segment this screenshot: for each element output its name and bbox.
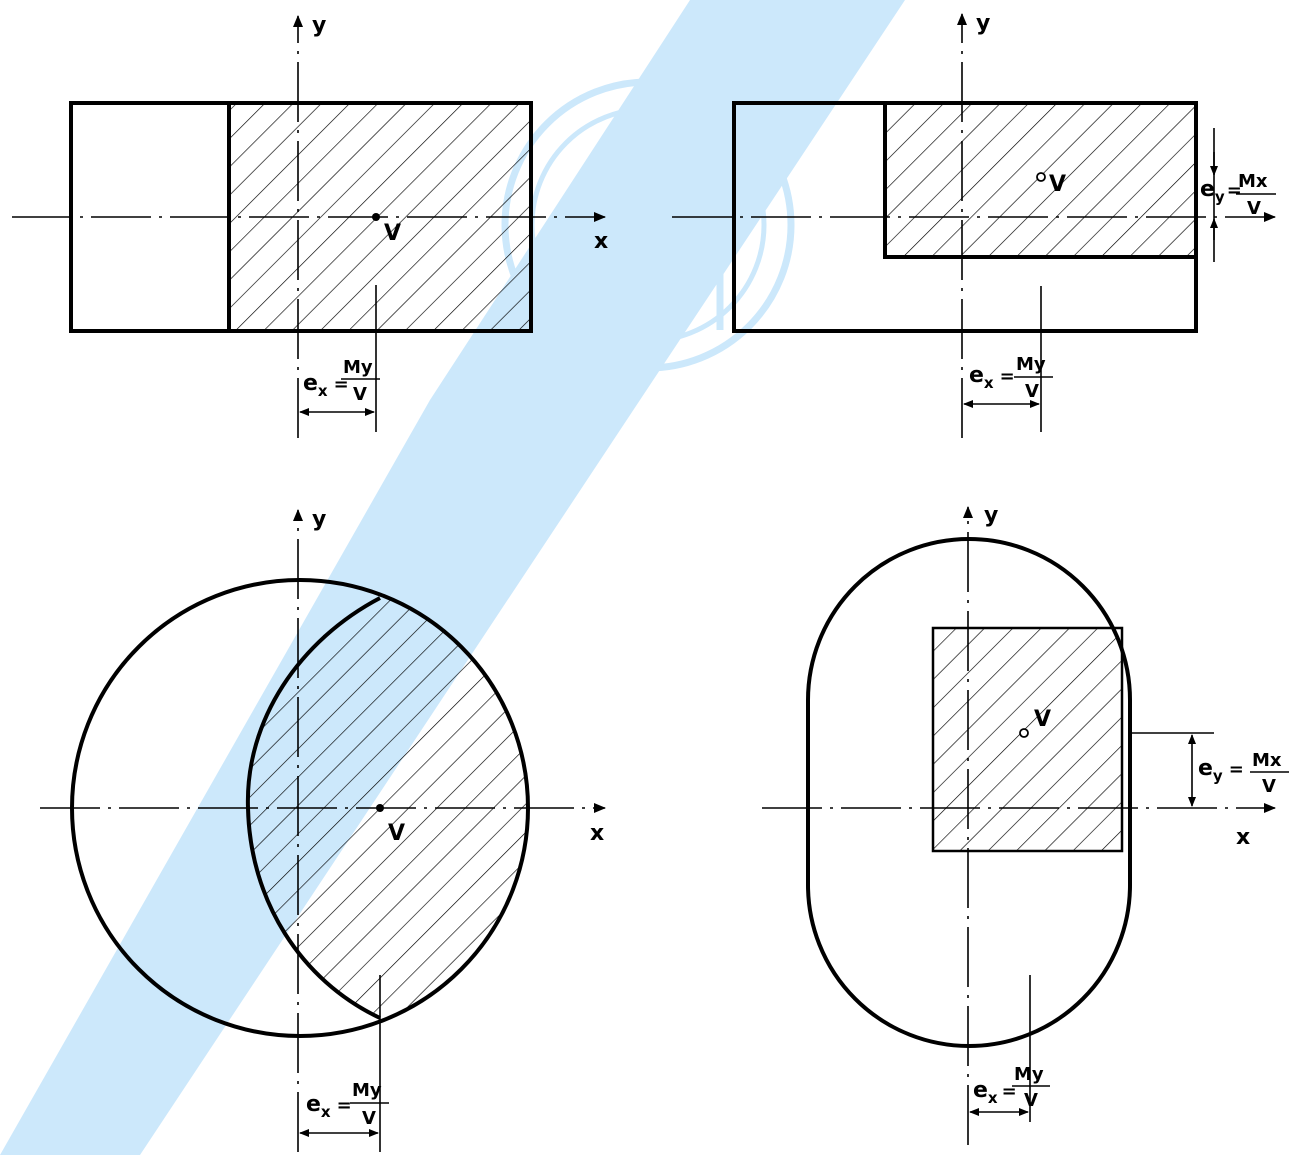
ex-subscript: x [984, 374, 994, 392]
ex-formula: ex = My V [969, 354, 1053, 402]
ex-formula: ex = My V [306, 1080, 389, 1129]
x-axis-label: x [590, 821, 604, 846]
ey-numerator: Mx [1238, 171, 1268, 192]
panel-stadium-ex-ey: y x V ey= Mx V ex= My V [762, 503, 1289, 1145]
resultant-label: V [1049, 172, 1066, 197]
resultant-label: V [1034, 707, 1051, 732]
ex-denominator: V [362, 1108, 376, 1129]
ex-subscript: x [321, 1103, 331, 1121]
y-axis-label: y [312, 13, 326, 38]
svg-text:ex=: ex= [303, 371, 349, 400]
resultant-point [376, 804, 384, 812]
ex-denominator: V [353, 384, 367, 405]
watermark-diagonal-band [0, 0, 905, 1155]
svg-text:ex=: ex = [969, 363, 1015, 392]
ey-symbol: e [1200, 177, 1215, 202]
ex-equals: = [1000, 366, 1015, 387]
resultant-label: V [384, 221, 401, 246]
compressed-zone-hatch [933, 628, 1122, 851]
ex-formula: ex= My V [973, 1064, 1050, 1111]
ey-denominator: V [1247, 198, 1261, 219]
panel-rectangle-ex: y x V ex= My V [12, 13, 608, 438]
y-axis-label: y [984, 503, 998, 528]
ey-numerator: Mx [1252, 750, 1282, 771]
ex-equals: = [337, 1095, 352, 1116]
resultant-point [1036, 172, 1046, 182]
ey-subscript: y [1215, 188, 1225, 206]
ex-denominator: V [1024, 1090, 1038, 1111]
y-axis-label: y [312, 507, 326, 532]
x-axis-label: x [1236, 825, 1250, 850]
svg-text:ey=: ey= [1200, 177, 1242, 206]
ex-symbol: e [306, 1092, 321, 1117]
ey-subscript: y [1213, 767, 1223, 785]
stadium-section [806, 537, 1132, 1048]
ey-denominator: V [1262, 776, 1276, 797]
panel-rectangle-ex-ey: y V ex= My V ey= Mx V [672, 11, 1276, 438]
panel-circle-ex: y x V ex= My V [40, 507, 606, 1152]
ey-equals: = [1227, 180, 1242, 201]
ex-formula: ex= My V [303, 357, 380, 405]
y-axis-label: y [976, 11, 990, 36]
svg-text:ex=: ex = [306, 1092, 352, 1121]
ex-subscript: x [318, 382, 328, 400]
ex-symbol: e [973, 1078, 988, 1103]
svg-text:ey=: ey = [1198, 756, 1244, 785]
resultant-point [1019, 728, 1029, 738]
ex-numerator: My [1014, 1064, 1044, 1085]
compressed-zone-boundary [883, 103, 1196, 259]
ex-numerator: My [343, 357, 373, 378]
ex-denominator: V [1025, 381, 1039, 402]
ex-symbol: e [303, 371, 318, 396]
ex-symbol: e [969, 363, 984, 388]
resultant-point [372, 213, 380, 221]
ex-subscript: x [988, 1089, 998, 1107]
ey-formula: ey = Mx V [1198, 750, 1289, 797]
ey-equals: = [1229, 759, 1244, 780]
resultant-label: V [388, 821, 405, 846]
svg-text:ex=: ex= [973, 1078, 1017, 1107]
ex-numerator: My [1016, 354, 1046, 375]
compressed-zone-box [931, 626, 1124, 853]
ey-formula: ey= Mx V [1200, 171, 1276, 219]
x-axis-label: x [594, 229, 608, 254]
ey-symbol: e [1198, 756, 1213, 781]
ex-numerator: My [352, 1080, 382, 1101]
